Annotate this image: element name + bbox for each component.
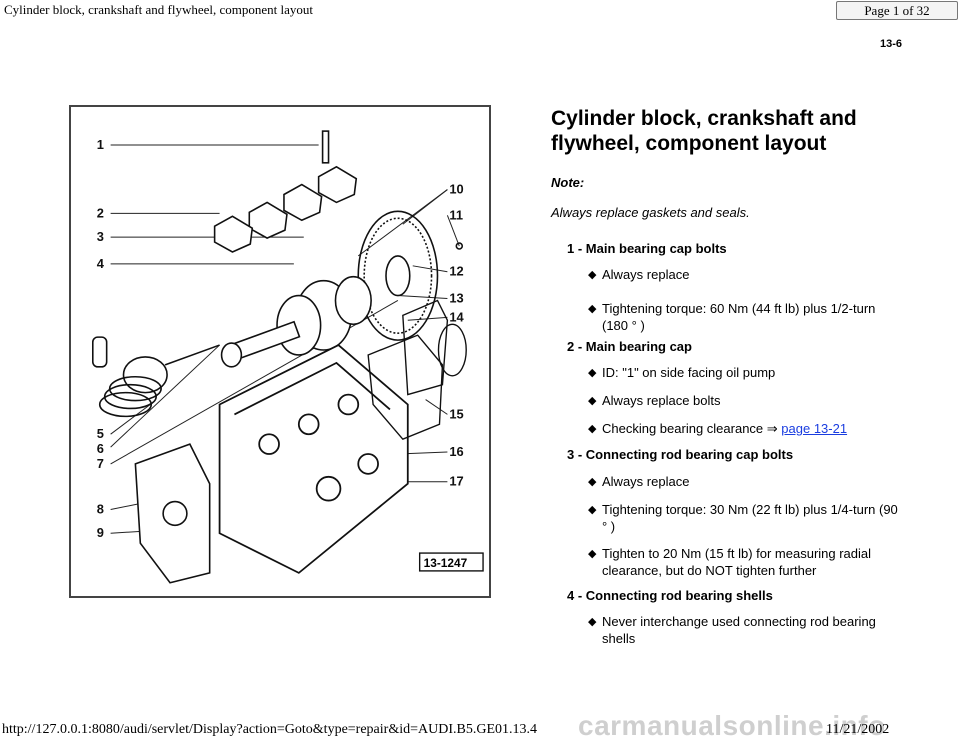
callout-5: 5 bbox=[97, 426, 104, 441]
callout-10: 10 bbox=[449, 182, 463, 197]
item-title: 2 - Main bearing cap bbox=[567, 339, 692, 354]
diamond-bullet-icon: ◆ bbox=[588, 367, 597, 379]
diamond-bullet-icon: ◆ bbox=[588, 504, 597, 516]
callout-7: 7 bbox=[97, 456, 104, 471]
callout-3: 3 bbox=[97, 229, 104, 244]
callout-1: 1 bbox=[97, 137, 104, 152]
page-code: 13-6 bbox=[880, 38, 903, 50]
callout-11: 11 bbox=[449, 207, 463, 222]
callout-2: 2 bbox=[97, 205, 104, 220]
diamond-bullet-icon: ◆ bbox=[588, 269, 597, 281]
item-title: 3 - Connecting rod bearing cap bolts bbox=[567, 447, 794, 462]
page-link[interactable]: page 13-21 bbox=[781, 421, 848, 436]
callout-8: 8 bbox=[97, 501, 104, 516]
callout-9: 9 bbox=[97, 525, 104, 540]
diamond-bullet-icon: ◆ bbox=[588, 395, 597, 407]
callout-12: 12 bbox=[449, 264, 463, 279]
callout-4: 4 bbox=[97, 256, 105, 271]
item-title: 4 - Connecting rod bearing shells bbox=[567, 588, 773, 603]
diamond-bullet-icon: ◆ bbox=[588, 476, 597, 488]
footer-url[interactable]: http://127.0.0.1:8080/audi/servlet/Displ… bbox=[2, 722, 537, 737]
diamond-bullet-icon: ◆ bbox=[588, 303, 597, 315]
drawing-number: 13-1247 bbox=[424, 556, 468, 570]
callout-14: 14 bbox=[449, 309, 464, 324]
item-title: 1 - Main bearing cap bolts bbox=[567, 241, 727, 256]
callout-16: 16 bbox=[449, 444, 463, 459]
watermark: carmanualsonline.info bbox=[578, 710, 886, 741]
header-title: Cylinder block, crankshaft and flywheel,… bbox=[4, 2, 314, 17]
callout-13: 13 bbox=[449, 290, 463, 305]
diamond-bullet-icon: ◆ bbox=[588, 616, 597, 628]
callout-15: 15 bbox=[449, 406, 463, 421]
diamond-bullet-icon: ◆ bbox=[588, 548, 597, 560]
note-label: Note: bbox=[551, 175, 585, 190]
note-text: Always replace gaskets and seals. bbox=[551, 205, 750, 220]
footer-date: 11/21/2002 bbox=[826, 722, 890, 737]
callout-17: 17 bbox=[449, 474, 463, 489]
exploded-view-drawing: 1 2 3 4 5 6 7 8 9 10 11 12 13 14 15 16 1… bbox=[91, 130, 484, 584]
page-title: Cylinder block, crankshaft and flywheel,… bbox=[551, 107, 857, 155]
page-indicator: Page 1 of 32 bbox=[836, 1, 958, 20]
diamond-bullet-icon: ◆ bbox=[588, 423, 597, 435]
callout-6: 6 bbox=[97, 441, 104, 456]
component-figure: 1 2 3 4 5 6 7 8 9 10 11 12 13 14 15 16 1… bbox=[69, 105, 491, 598]
